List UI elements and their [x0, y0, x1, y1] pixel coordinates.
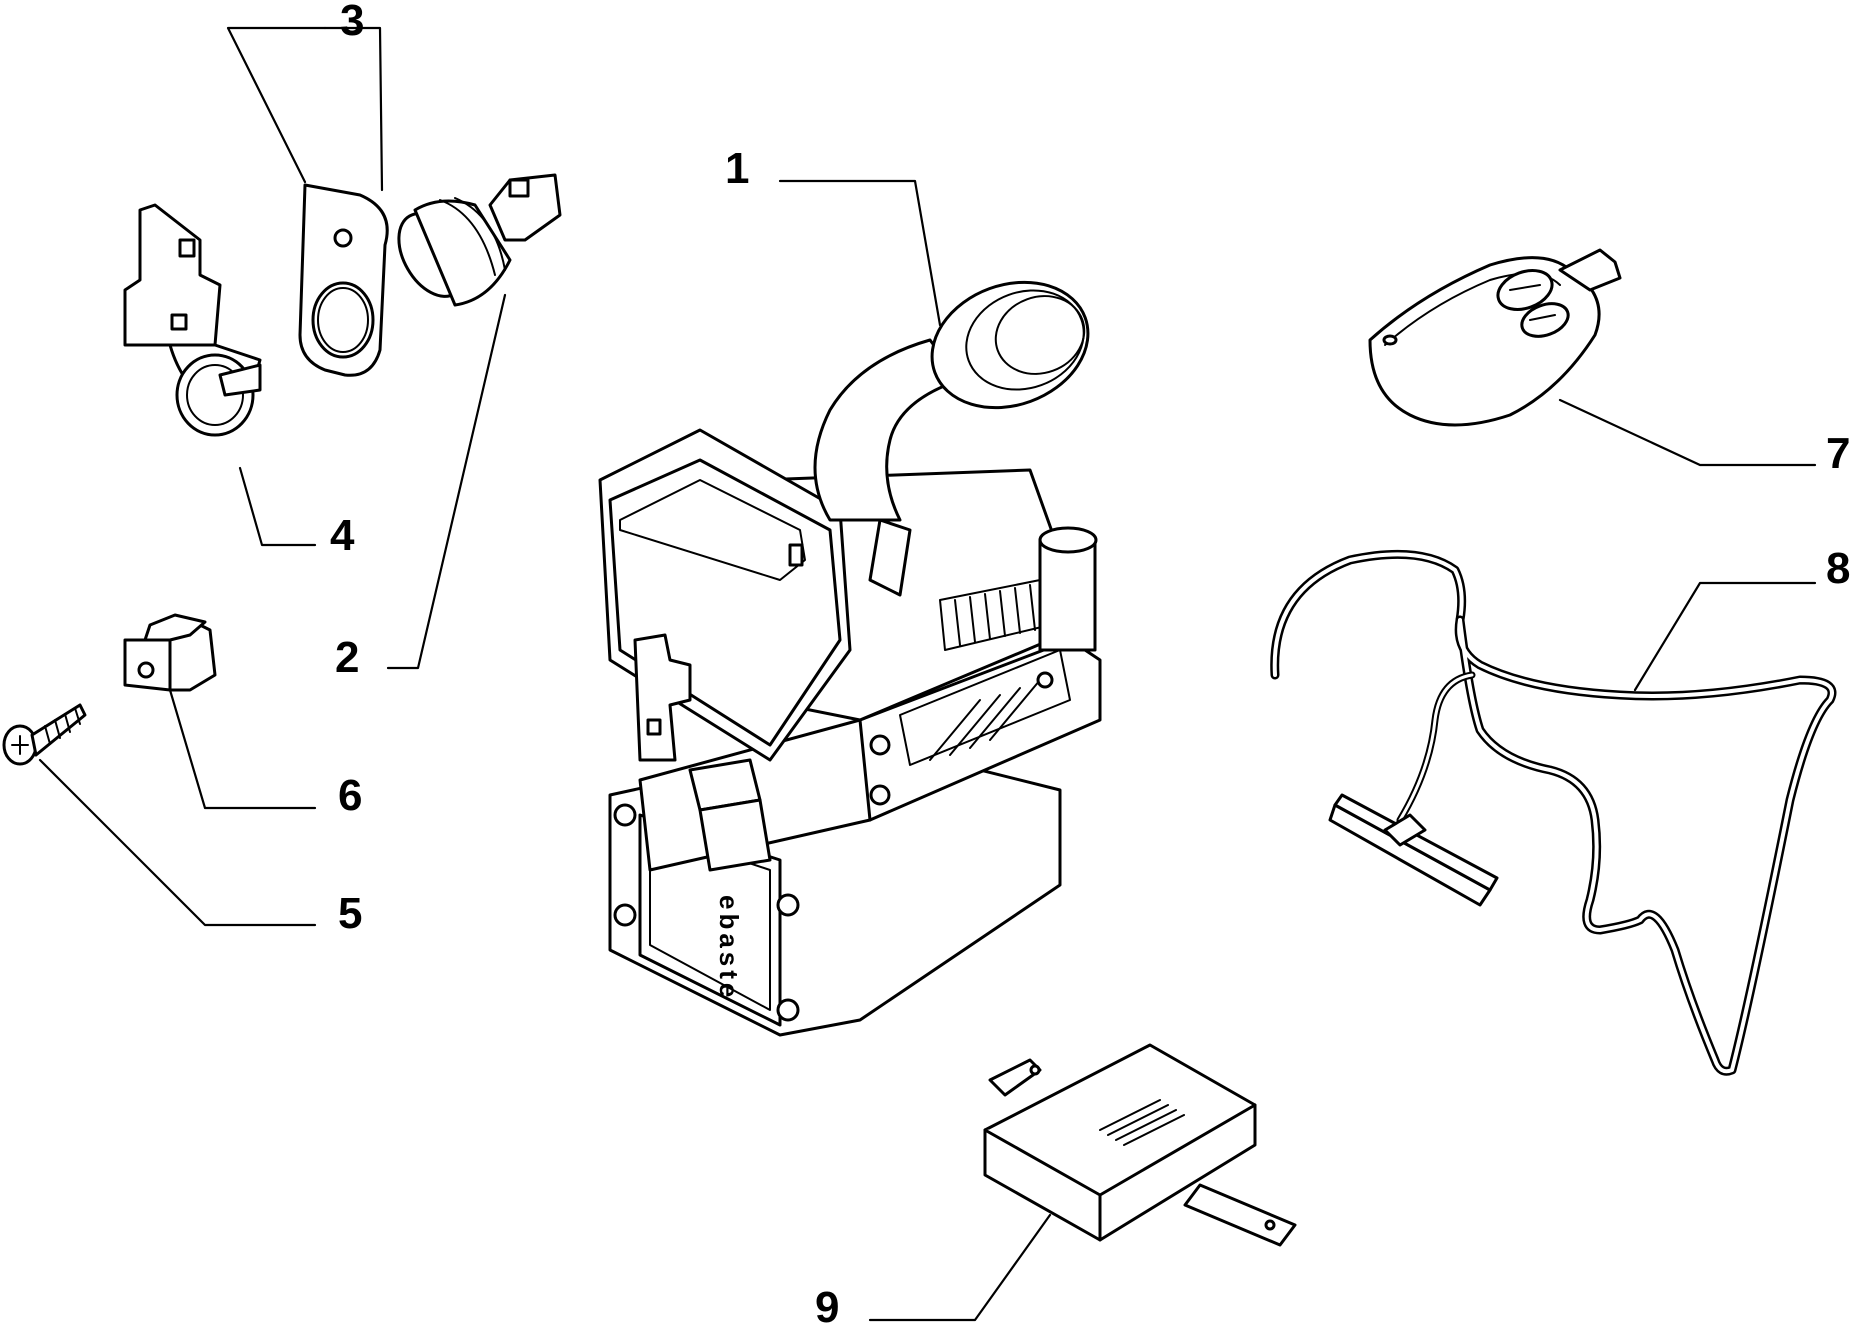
part-9-control-module[interactable] [983, 1043, 1297, 1247]
callout-1: 1 [725, 144, 749, 193]
callout-numbers: 1 2 3 4 5 6 7 8 9 [330, 0, 1850, 1325]
leader-5 [38, 758, 317, 927]
part-6-clip-nut[interactable] [123, 613, 217, 692]
callout-4: 4 [330, 511, 355, 560]
leader-3a [226, 26, 327, 184]
leader-7 [1558, 398, 1817, 467]
part-3-gasket[interactable] [298, 183, 389, 377]
leader-lines [38, 26, 1817, 1322]
callout-6: 6 [338, 771, 362, 820]
part-2-sensor-plug[interactable] [385, 173, 562, 308]
leader-8 [1633, 581, 1817, 692]
leader-9 [868, 1213, 1052, 1322]
leader-1 [778, 179, 942, 327]
callout-2: 2 [335, 633, 359, 682]
part-7-remote-key-fob[interactable] [1368, 248, 1622, 427]
callout-9: 9 [815, 1283, 839, 1325]
leader-3b [323, 26, 384, 192]
leader-4 [238, 466, 317, 547]
part-1-heater-unit[interactable]: ebaste [598, 261, 1106, 1037]
heater-brand-label: ebaste [714, 895, 744, 1001]
callout-3: 3 [340, 0, 364, 45]
callout-5: 5 [338, 889, 362, 938]
callout-7: 7 [1826, 429, 1850, 478]
leader-6 [168, 688, 317, 810]
callout-8: 8 [1826, 544, 1850, 593]
part-8-antenna-cable[interactable] [1270, 549, 1837, 1076]
leader-2 [386, 293, 507, 670]
part-4-bracket[interactable] [123, 203, 262, 437]
part-5-screw[interactable] [2, 703, 87, 766]
